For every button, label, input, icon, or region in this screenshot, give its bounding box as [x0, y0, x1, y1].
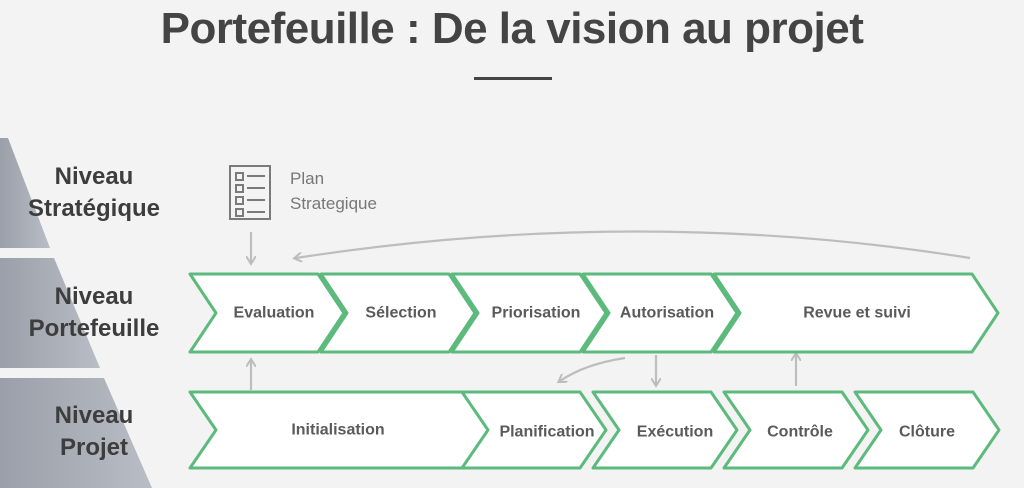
chevron-priorisation [450, 272, 608, 354]
level-label-line1: Niveau [54, 283, 134, 310]
chevron-selection-label: Sélection [365, 305, 436, 322]
chevron-initialisation-label: Initialisation [291, 422, 384, 439]
title-underline [474, 77, 552, 80]
level-label-projet: Niveau Projet [0, 400, 188, 464]
chevron-controle-label: Contrôle [767, 424, 833, 441]
pyramid-band-portefeuille [0, 258, 100, 368]
level-label-strategique: Niveau Stratégique [0, 161, 188, 225]
chevron-planification [460, 390, 608, 470]
level-label-line1: Niveau [54, 163, 134, 190]
level-label-portefeuille: Niveau Portefeuille [0, 281, 188, 345]
chevron-autorisation [581, 272, 739, 354]
chevron-execution-label: Exécution [637, 424, 713, 441]
chevron-cloture-label: Clôture [899, 424, 955, 441]
chevron-evaluation [188, 272, 346, 354]
chevron-cloture [853, 390, 1001, 470]
checklist-icon [229, 165, 271, 220]
chevron-execution [591, 390, 739, 470]
level-label-line2: Portefeuille [28, 315, 160, 342]
pyramid-band-projet [0, 378, 152, 488]
pyramid-band-strategique [0, 138, 50, 248]
arrow-feedback-revue-to-evaluation [296, 230, 971, 259]
chevron-evaluation-label: Evaluation [234, 305, 315, 322]
plan-label-line1: Plan [290, 169, 325, 188]
plan-label-line2: Strategique [290, 194, 377, 213]
chevron-controle [722, 390, 870, 470]
plan-strategique-label: Plan Strategique [290, 166, 377, 216]
level-label-line2: Stratégique [27, 195, 161, 222]
chevron-autorisation-label: Autorisation [620, 305, 714, 322]
chevron-priorisation-label: Priorisation [492, 305, 581, 322]
arrow-autorisation-to-planification [560, 356, 626, 381]
chevron-planification-label: Planification [499, 424, 594, 441]
chevron-revue-suivi-label: Revue et suivi [803, 305, 911, 322]
level-label-line2: Projet [59, 434, 128, 461]
chevron-revue-suivi [712, 272, 1000, 354]
page-title: Portefeuille : De la vision au projet [160, 4, 864, 53]
level-label-line1: Niveau [54, 402, 134, 429]
chevron-selection [319, 272, 477, 354]
